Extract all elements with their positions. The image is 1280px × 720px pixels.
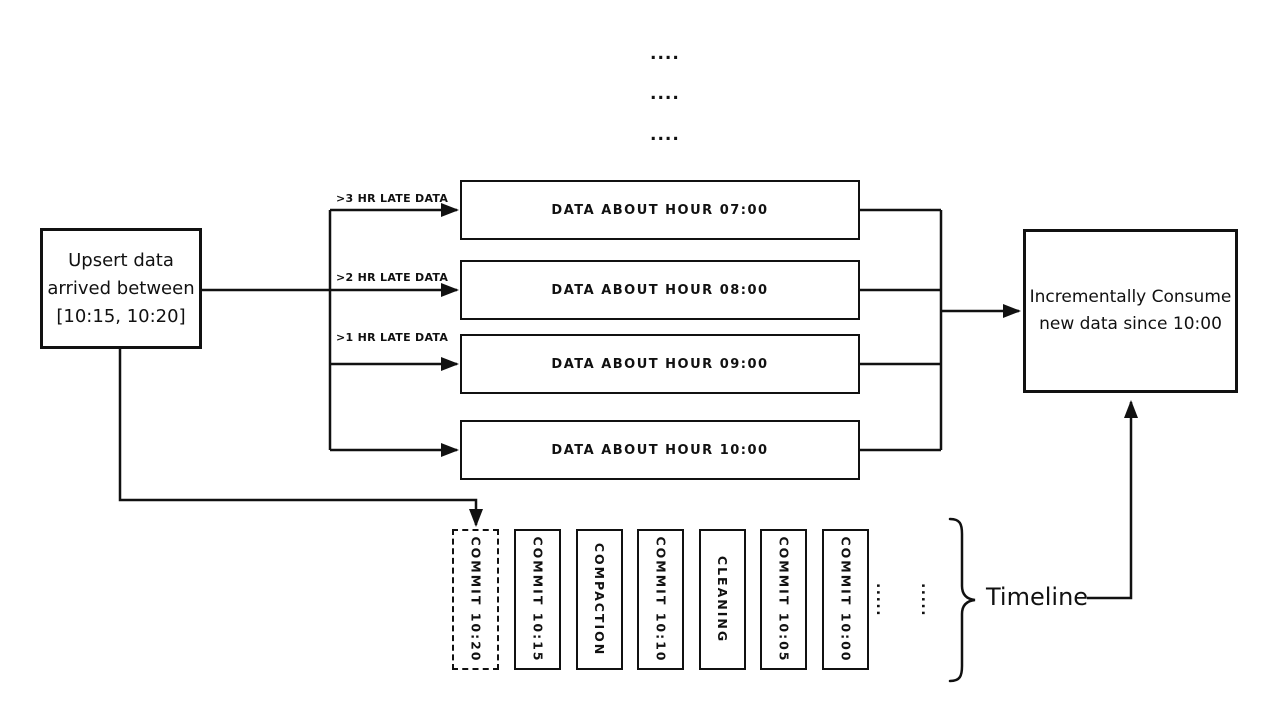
hour-box-0800: DATA ABOUT HOUR 08:00: [460, 260, 860, 320]
arrow-timeline-to-consume: [1087, 400, 1138, 600]
timeline-ellipsis-column-2: .....: [918, 582, 934, 618]
timeline-brace: [948, 517, 976, 683]
late-data-label-1hr: >1 HR LATE DATA: [336, 331, 449, 344]
upsert-data-box: Upsert data arrived between [10:15, 10:2…: [40, 228, 202, 349]
timeline-label: Timeline: [986, 583, 1089, 611]
top-ellipsis-row-3: ....: [650, 125, 680, 145]
commit-box-10-00: COMMIT 10:00: [822, 529, 869, 670]
commit-box-10-20: COMMIT 10:20: [452, 529, 499, 670]
hour-box-0800-label: DATA ABOUT HOUR 08:00: [551, 282, 769, 298]
line-upsert-to-commit: [118, 349, 483, 527]
cleaning-box: CLEANING: [699, 529, 746, 670]
hour-box-0700-label: DATA ABOUT HOUR 07:00: [551, 202, 769, 218]
commit-box-10-20-label: COMMIT 10:20: [468, 536, 483, 663]
incremental-consume-text: Incrementally Consume new data since 10:…: [1029, 287, 1232, 334]
hour-box-0900-label: DATA ABOUT HOUR 09:00: [551, 356, 769, 372]
incremental-consume-box: Incrementally Consume new data since 10:…: [1023, 229, 1238, 393]
commit-box-10-05: COMMIT 10:05: [760, 529, 807, 670]
compaction-box: COMPACTION: [576, 529, 623, 670]
hour-box-1000-label: DATA ABOUT HOUR 10:00: [551, 442, 769, 458]
timeline-ellipsis-column-1: .....: [873, 582, 889, 618]
commit-box-10-15: COMMIT 10:15: [514, 529, 561, 670]
compaction-box-label: COMPACTION: [592, 542, 607, 657]
top-ellipsis-row-2: ....: [650, 84, 680, 104]
late-data-label-3hr: >3 HR LATE DATA: [336, 192, 449, 205]
hour-box-1000: DATA ABOUT HOUR 10:00: [460, 420, 860, 480]
commit-box-10-15-label: COMMIT 10:15: [530, 536, 545, 663]
hour-box-0700: DATA ABOUT HOUR 07:00: [460, 180, 860, 240]
late-data-label-2hr: >2 HR LATE DATA: [336, 271, 449, 284]
cleaning-box-label: CLEANING: [715, 555, 730, 644]
upsert-data-text: Upsert data arrived between [10:15, 10:2…: [47, 249, 195, 327]
hour-box-0900: DATA ABOUT HOUR 09:00: [460, 334, 860, 394]
top-ellipsis-row-1: ....: [650, 44, 680, 64]
commit-box-10-10: COMMIT 10:10: [637, 529, 684, 670]
commit-box-10-10-label: COMMIT 10:10: [653, 536, 668, 663]
commit-box-10-00-label: COMMIT 10:00: [838, 536, 853, 663]
commit-box-10-05-label: COMMIT 10:05: [776, 536, 791, 663]
